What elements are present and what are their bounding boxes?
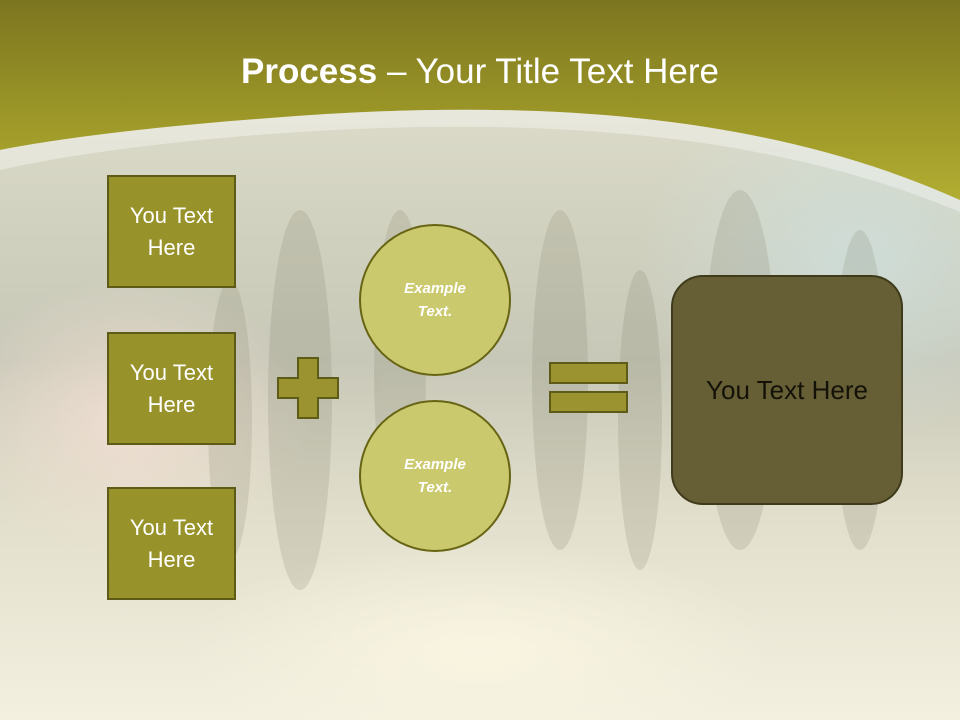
example-circle-1-label: Example Text. [404, 280, 466, 320]
input-box-3: You Text Here [107, 487, 236, 600]
title-bold: Process [241, 52, 378, 91]
example-circle-2-label: Example Text. [404, 456, 466, 496]
input-box-2: You Text Here [107, 332, 236, 445]
title-rest: – Your Title Text Here [377, 52, 719, 91]
example-circle-2: Example Text. [359, 400, 511, 552]
slide-title: Process – Your Title Text Here [0, 52, 960, 92]
input-box-3-label: You Text Here [129, 514, 214, 572]
equals-icon [549, 362, 628, 413]
result-box: You Text Here [671, 275, 903, 505]
plus-icon [277, 357, 339, 419]
input-box-2-label: You Text Here [129, 359, 214, 417]
input-box-1-label: You Text Here [129, 202, 214, 260]
input-box-1: You Text Here [107, 175, 236, 288]
example-circle-1: Example Text. [359, 224, 511, 376]
result-label: You Text Here [706, 374, 868, 405]
